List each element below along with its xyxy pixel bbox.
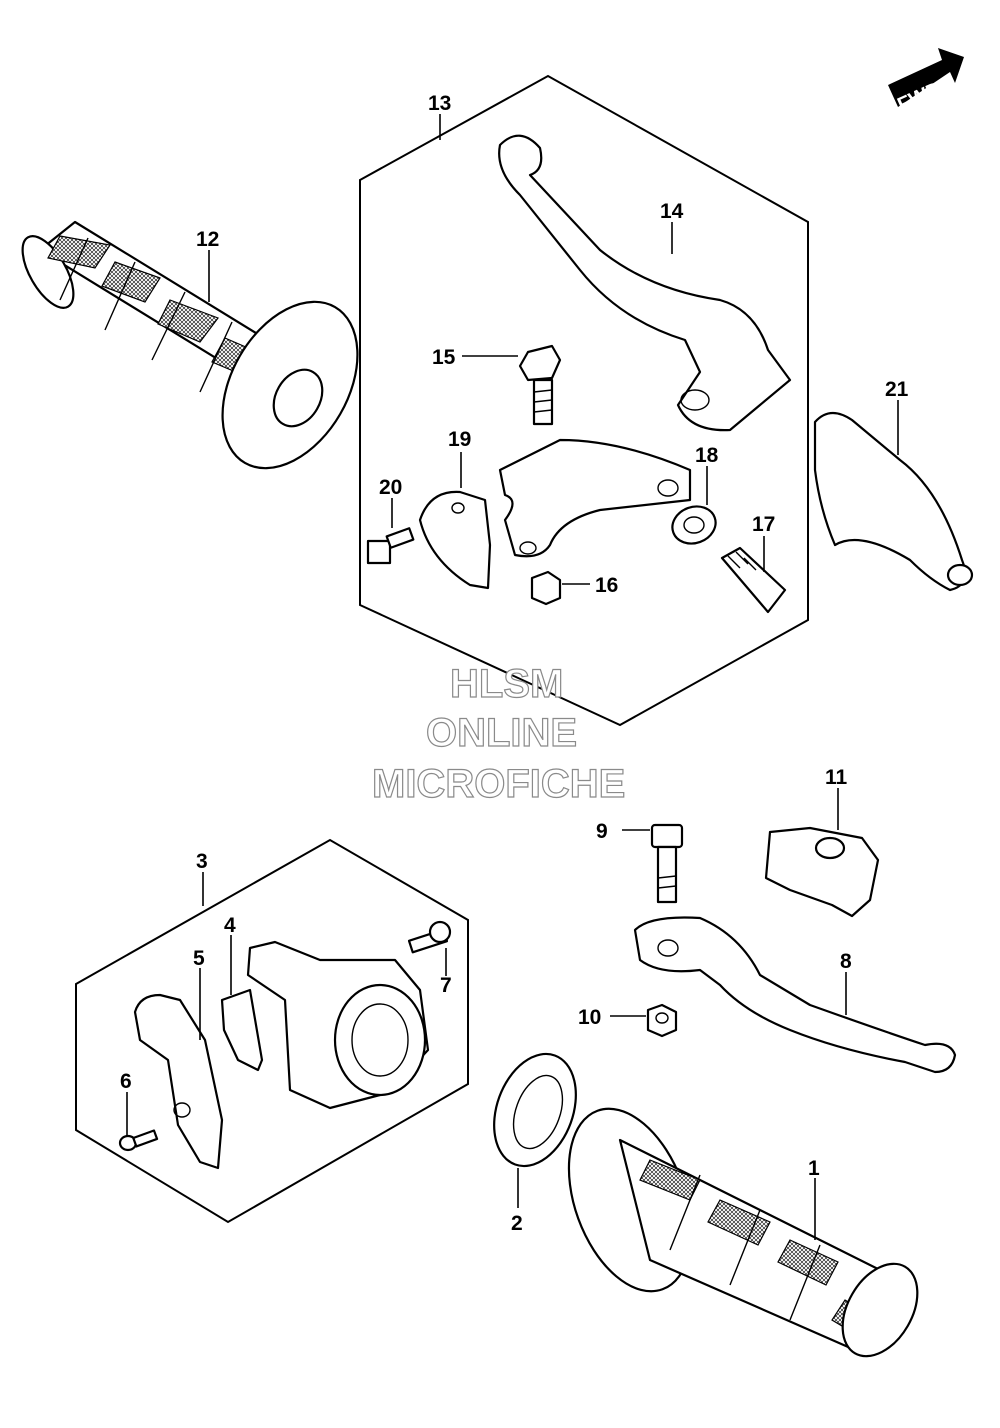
part-1-grip — [567, 1107, 919, 1358]
part-19-clamp — [418, 490, 492, 590]
fwd-arrow-icon: FWD — [888, 48, 964, 116]
watermark-line1: HLSM — [450, 662, 563, 706]
label-14: 14 — [660, 200, 684, 223]
label-19: 19 — [448, 428, 471, 451]
label-21: 21 — [885, 378, 909, 401]
label-9: 9 — [596, 820, 608, 843]
label-18: 18 — [695, 444, 719, 467]
group-box-3 — [75, 838, 469, 1224]
label-6: 6 — [120, 1070, 132, 1093]
label-12: 12 — [196, 228, 219, 251]
part-17-adjuster — [720, 546, 787, 614]
part-7-screw — [407, 920, 452, 954]
part-20-screw — [366, 527, 415, 565]
part-21-boot — [813, 411, 974, 592]
part-10-nut — [646, 1003, 678, 1038]
label-20: 20 — [379, 476, 402, 499]
label-5: 5 — [193, 947, 205, 970]
label-8: 8 — [840, 950, 852, 973]
part-housing — [246, 940, 430, 1110]
part-18-locknut — [671, 505, 717, 545]
part-11-holder — [764, 826, 880, 918]
part-12-grip — [21, 220, 359, 470]
label-13: 13 — [428, 92, 451, 115]
label-10: 10 — [578, 1006, 601, 1029]
part-2-ring — [493, 1052, 577, 1168]
part-4-clamp — [220, 988, 264, 1072]
part-6-screw — [118, 1129, 159, 1152]
label-7: 7 — [440, 974, 452, 997]
watermark-line2: ONLINE — [426, 711, 577, 755]
part-14-lever — [498, 134, 792, 432]
label-15: 15 — [432, 346, 456, 369]
part-15-bolt — [518, 344, 562, 426]
label-11: 11 — [825, 766, 848, 789]
part-9-bolt — [650, 823, 684, 904]
part-8-lever — [633, 916, 957, 1074]
watermark-line3: MICROFICHE — [372, 762, 625, 806]
label-4: 4 — [224, 914, 236, 937]
group-box-13 — [359, 74, 809, 727]
label-3: 3 — [196, 850, 208, 873]
label-2: 2 — [511, 1212, 523, 1235]
part-16-nut — [530, 570, 562, 606]
label-16: 16 — [595, 574, 618, 597]
part-bracket — [498, 438, 692, 558]
label-1: 1 — [808, 1157, 820, 1180]
label-17: 17 — [752, 513, 775, 536]
